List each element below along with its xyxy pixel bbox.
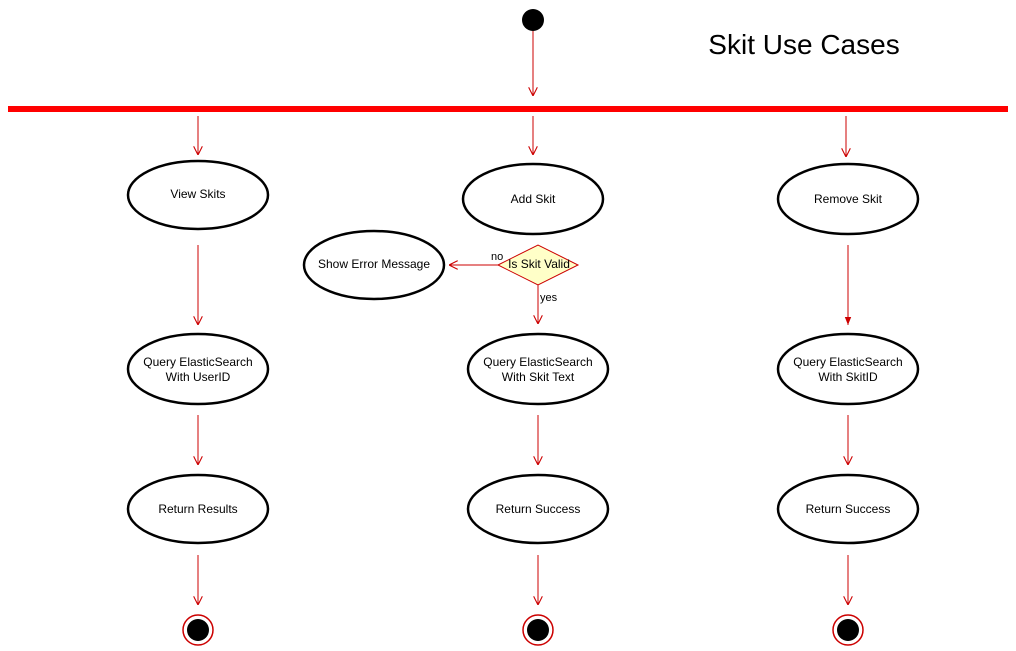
query-skit-text-line1: Query ElasticSearch (483, 355, 592, 369)
node-remove-skit[interactable]: Remove Skit (776, 162, 920, 236)
node-show-error-message[interactable]: Show Error Message (302, 229, 446, 301)
edge-label-yes: yes (540, 292, 558, 304)
query-userid-line2: With UserID (166, 370, 231, 384)
edge-label-no: no (491, 251, 503, 263)
remove-skit-label: Remove Skit (814, 192, 883, 206)
return-success-add-label: Return Success (496, 502, 581, 516)
node-query-skitid[interactable]: Query ElasticSearch With SkitID (776, 332, 920, 406)
node-query-userid[interactable]: Query ElasticSearch With UserID (126, 332, 270, 406)
is-skit-valid-label: Is Skit Valid (508, 257, 570, 271)
diagram-title: Skit Use Cases (708, 29, 899, 60)
decision-is-skit-valid[interactable]: Is Skit Valid (496, 244, 580, 286)
view-skits-label: View Skits (170, 187, 225, 201)
initial-node (522, 9, 544, 31)
node-view-skits[interactable]: View Skits (126, 159, 270, 231)
query-skitid-line1: Query ElasticSearch (793, 355, 902, 369)
final-node-remove (832, 614, 864, 646)
return-success-remove-label: Return Success (806, 502, 891, 516)
query-skitid-line2: With SkitID (818, 370, 878, 384)
return-results-label: Return Results (158, 502, 237, 516)
node-query-skit-text[interactable]: Query ElasticSearch With Skit Text (466, 332, 610, 406)
show-error-label: Show Error Message (318, 257, 430, 271)
node-add-skit[interactable]: Add Skit (461, 162, 605, 236)
fork-bar (8, 106, 1008, 112)
node-return-success-add[interactable]: Return Success (466, 473, 610, 545)
node-return-results[interactable]: Return Results (126, 473, 270, 545)
node-return-success-remove[interactable]: Return Success (776, 473, 920, 545)
query-userid-line1: Query ElasticSearch (143, 355, 252, 369)
query-skit-text-line2: With Skit Text (502, 370, 575, 384)
final-node-view (182, 614, 214, 646)
add-skit-label: Add Skit (511, 192, 556, 206)
final-node-add (522, 614, 554, 646)
